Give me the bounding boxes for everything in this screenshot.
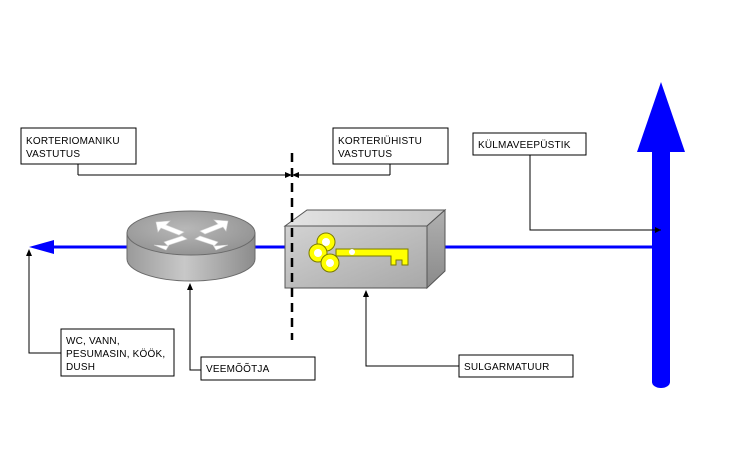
bracket-arrow-right-icon (292, 172, 299, 178)
leader-arrow-valve-icon (363, 290, 369, 297)
water-meter-label: VEEMÕÕTJA (200, 356, 316, 381)
responsibility-bracket (77, 164, 391, 176)
svg-text:PESUMASIN, KÖÖK,: PESUMASIN, KÖÖK, (66, 348, 165, 360)
leader-lines (28, 155, 661, 371)
shutoff-valve-box (283, 208, 447, 290)
owner-responsibility-label: KORTERIOMANIKU VASTUTUS (20, 127, 137, 165)
svg-text:VASTUTUS: VASTUTUS (338, 149, 392, 160)
riser-arrowhead-icon (637, 82, 685, 152)
fixtures-label: WC, VANN, PESUMASIN, KÖÖK, DUSH (60, 328, 175, 377)
horizontal-pipe (29, 240, 661, 254)
svg-text:KORTERIÜHISTU: KORTERIÜHISTU (338, 135, 422, 147)
svg-text:VEEMÕÕTJA: VEEMÕÕTJA (206, 362, 270, 375)
cold-water-riser-pipe (637, 82, 685, 388)
outflow-arrowhead-icon (29, 240, 54, 254)
svg-text:KORTERIOMANIKU: KORTERIOMANIKU (26, 136, 120, 147)
shutoff-valve-label: SULGARMATUUR (458, 354, 574, 378)
cold-water-riser-label: KÜLMAVEEPÜSTIK (472, 132, 587, 156)
water-meter-icon (126, 210, 256, 282)
leader-arrow-meter-icon (187, 283, 193, 290)
leader-arrow-riser-icon (655, 227, 661, 233)
svg-text:DUSH: DUSH (66, 362, 95, 373)
svg-text:SULGARMATUUR: SULGARMATUUR (464, 362, 550, 373)
bracket-arrow-left-icon (285, 172, 292, 178)
svg-text:WC, VANN,: WC, VANN, (66, 336, 120, 347)
leader-arrow-fixtures-icon (26, 249, 32, 256)
association-responsibility-label: KORTERIÜHISTU VASTUTUS (332, 127, 449, 165)
svg-text:VASTUTUS: VASTUTUS (26, 149, 80, 160)
svg-text:KÜLMAVEEPÜSTIK: KÜLMAVEEPÜSTIK (478, 139, 571, 151)
